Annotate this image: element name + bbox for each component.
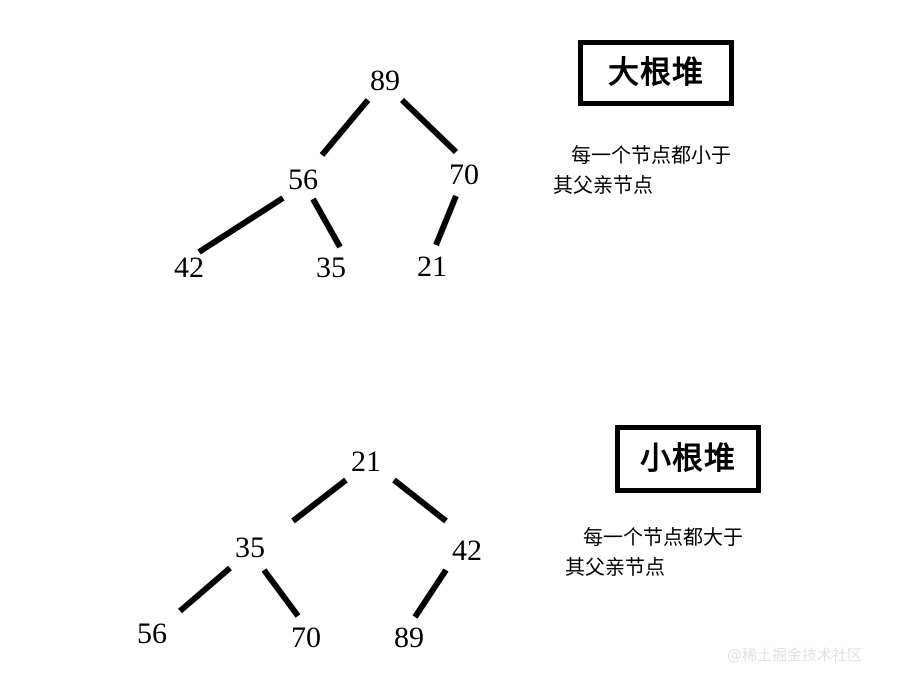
max-heap-description-line-1: 每一个节点都小于 (571, 143, 731, 167)
tree-edge (291, 477, 348, 524)
min-heap-label-text: 小根堆 (640, 440, 736, 477)
tree-edge (412, 568, 449, 619)
tree-edge (261, 568, 301, 618)
tree-node-min-heap-70: 70 (291, 621, 321, 654)
tree-node-max-heap-70: 70 (449, 158, 479, 191)
max-heap-description: 每一个节点都小于 其父亲节点 (553, 140, 731, 200)
tree-node-min-heap-56: 56 (137, 617, 167, 650)
max-heap-label-text: 大根堆 (608, 54, 704, 91)
tree-node-min-heap-35: 35 (235, 531, 265, 564)
tree-node-max-heap-35: 35 (316, 251, 346, 284)
min-heap-label-box: 小根堆 (615, 425, 761, 493)
tree-node-max-heap-56: 56 (288, 163, 318, 196)
max-heap-label-box: 大根堆 (578, 40, 734, 106)
tree-edge (399, 97, 459, 155)
tree-node-min-heap-89: 89 (394, 621, 424, 654)
watermark: @稀土掘金技术社区 (727, 646, 863, 664)
tree-edge (433, 194, 459, 247)
tree-node-min-heap-21: 21 (351, 445, 381, 478)
tree-node-max-heap-89: 89 (370, 64, 400, 97)
min-heap-description-line-2: 其父亲节点 (565, 555, 665, 579)
tree-node-max-heap-21: 21 (417, 250, 447, 283)
min-heap-description: 每一个节点都大于 其父亲节点 (565, 522, 743, 582)
tree-node-min-heap-42: 42 (452, 534, 482, 567)
tree-edge (392, 477, 448, 524)
tree-edge (319, 98, 371, 157)
min-heap-description-line-1: 每一个节点都大于 (583, 525, 743, 549)
tree-edge (178, 565, 232, 614)
tree-edge (310, 197, 343, 249)
max-heap-description-line-2: 其父亲节点 (553, 173, 653, 197)
tree-edge (197, 195, 285, 255)
tree-node-max-heap-42: 42 (174, 251, 204, 284)
